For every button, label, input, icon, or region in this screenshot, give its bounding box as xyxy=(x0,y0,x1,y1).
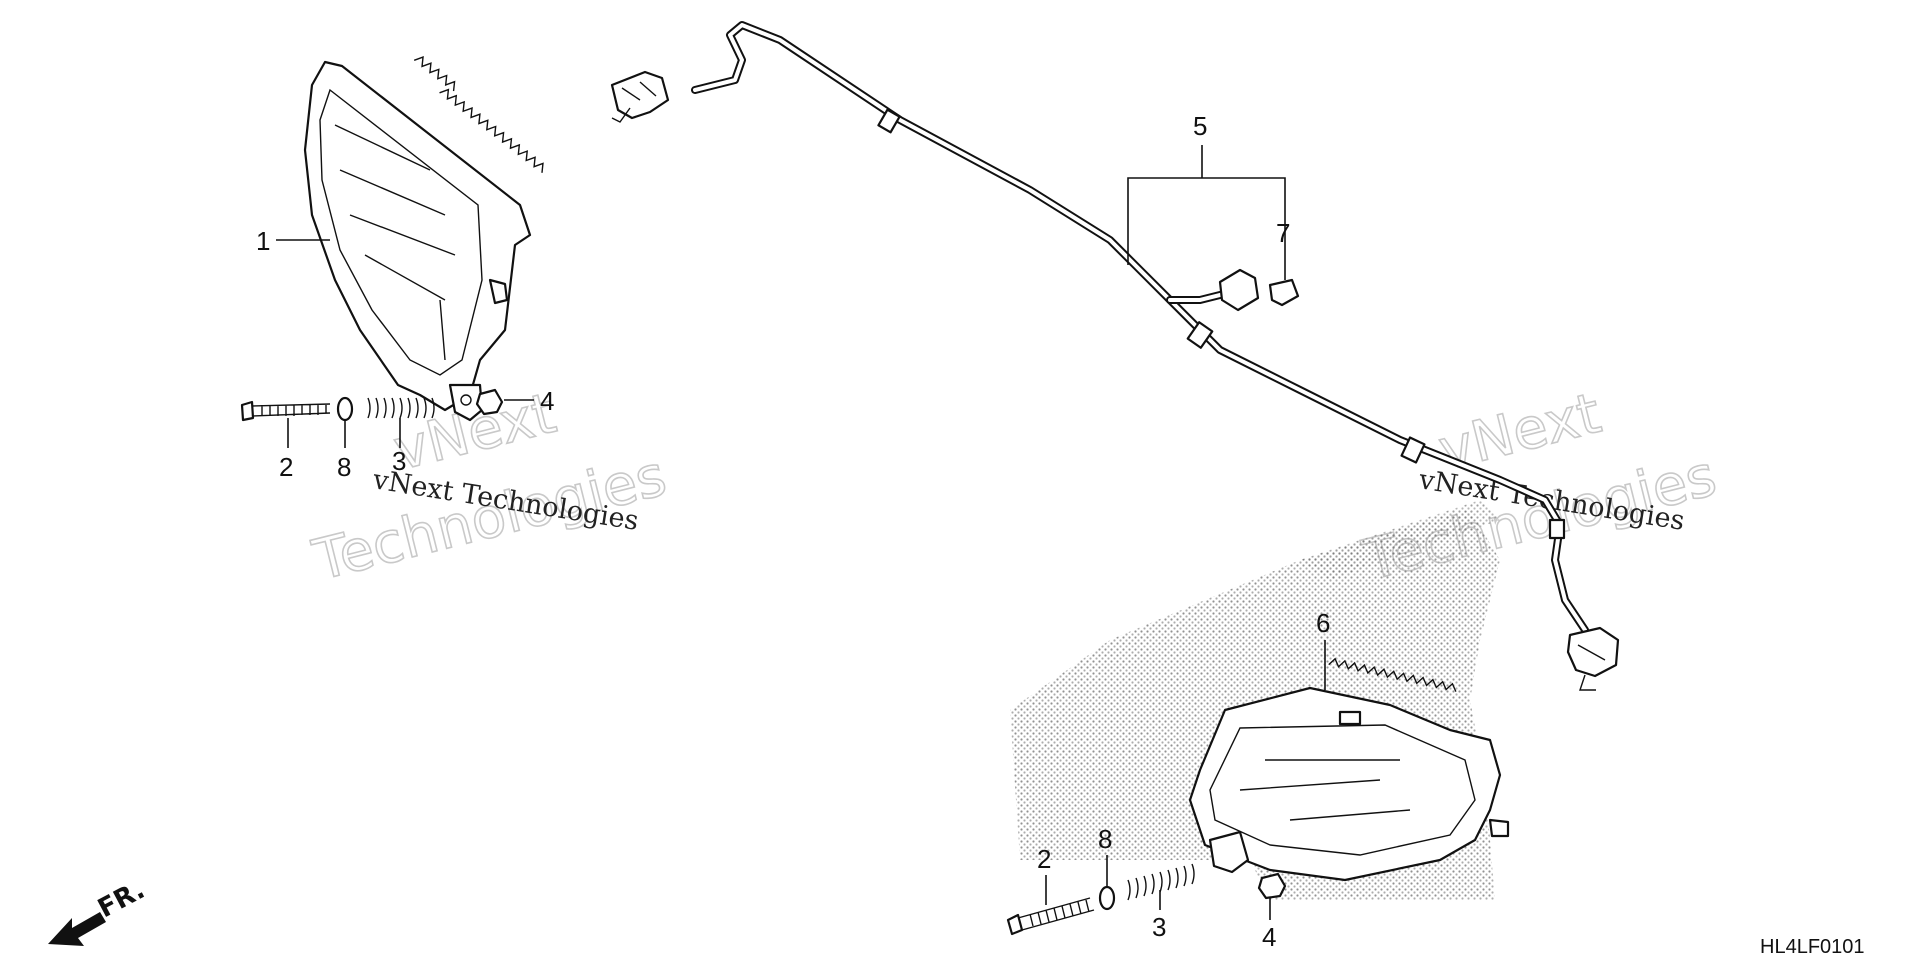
headlight-right-lens xyxy=(1209,724,1476,856)
callouts-left-lines xyxy=(276,239,534,448)
spring-left xyxy=(367,397,435,419)
washer-right xyxy=(1098,885,1116,911)
callout-bottom-3: 3 xyxy=(1152,912,1166,942)
heatsink-fins-bottom xyxy=(1328,657,1457,692)
harness-clip-part7 xyxy=(1268,278,1300,307)
spring-right xyxy=(1127,863,1195,901)
clip-nut-left xyxy=(475,388,504,416)
heatsink-fins-top xyxy=(413,56,544,173)
callout-top-8: 8 xyxy=(337,452,351,482)
callout-bottom-2: 2 xyxy=(1037,844,1051,874)
headlight-right-tab xyxy=(1208,830,1250,874)
diagram-code: HL4LF0101 xyxy=(1760,936,1865,958)
direction-arrow-shape xyxy=(48,912,106,946)
front-direction-arrow-icon: FR. xyxy=(48,875,150,946)
callout-bottom-4: 4 xyxy=(1262,922,1276,952)
headlight-right-tab-top xyxy=(1338,710,1362,726)
callout-top-3: 3 xyxy=(392,446,406,476)
bolt-left xyxy=(240,400,255,422)
headlight-left-lens xyxy=(319,88,483,376)
harness-clip-2 xyxy=(1186,321,1214,349)
headlight-left-tab xyxy=(448,383,484,422)
headlight-right-assembly xyxy=(1188,657,1510,882)
headlight-left-assembly xyxy=(303,56,544,422)
hardware-right xyxy=(1006,863,1287,936)
clip-nut-right xyxy=(1257,872,1287,900)
callout-top-4: 4 xyxy=(540,386,554,416)
wire-harness xyxy=(610,21,1620,691)
harness-clip-1 xyxy=(877,108,901,134)
callouts-bottom-lines xyxy=(1045,640,1326,920)
headlight-left-tab-hole xyxy=(460,394,472,406)
callout-top-2: 2 xyxy=(279,452,293,482)
headlight-right-lens-detail xyxy=(1239,759,1411,821)
washer-left xyxy=(336,396,354,422)
harness-clip-4 xyxy=(1548,518,1566,540)
harness-connector-bottom xyxy=(1566,626,1620,678)
headlight-left-stud xyxy=(488,278,509,305)
callout-1: 1 xyxy=(256,226,270,256)
harness-connector-top-detail xyxy=(611,81,657,123)
callouts-harness-lines xyxy=(1127,145,1286,280)
hardware-left xyxy=(240,388,504,422)
callout-bottom-8: 8 xyxy=(1098,824,1112,854)
harness-connector-bottom-detail xyxy=(1577,644,1606,691)
headlight-left-lens-detail xyxy=(334,124,456,361)
harness-clip-3 xyxy=(1400,436,1426,464)
harness-connector-top xyxy=(610,70,670,120)
headlight-right-body xyxy=(1188,686,1502,882)
bolt-left-shank xyxy=(251,403,331,417)
bolt-right-shank xyxy=(1017,897,1095,931)
watermark-right-outline-1: vNext xyxy=(1433,381,1607,484)
callout-6: 6 xyxy=(1316,608,1330,638)
callout-5: 5 xyxy=(1193,111,1207,141)
shading-streak xyxy=(1300,500,1500,580)
headlight-left-body xyxy=(303,60,532,412)
harness-connector-mid xyxy=(1218,268,1260,312)
headlight-right-stud xyxy=(1488,818,1510,838)
callout-7: 7 xyxy=(1276,218,1290,248)
